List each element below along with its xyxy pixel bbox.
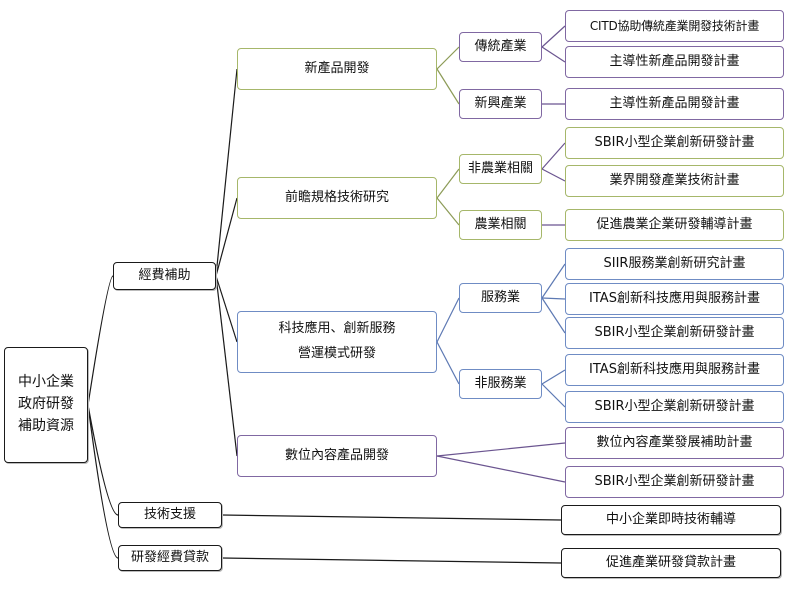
edge-nonagri-leaf1 bbox=[541, 142, 566, 170]
edge-funding-forward-tech bbox=[215, 197, 238, 277]
leaf-lead-new-product-1: 主導性新產品開發計畫 bbox=[565, 46, 784, 78]
edge-digital-leaf1 bbox=[436, 442, 566, 457]
leaf-citd: CITD協助傳統產業開發技術計畫 bbox=[565, 10, 784, 42]
edge-root-loans bbox=[87, 404, 119, 559]
leaf-agriculture-promotion: 促進農業企業研發輔導計畫 bbox=[565, 209, 784, 241]
node-traditional-industry: 傳統產業 bbox=[459, 32, 542, 62]
leaf-siir: SIIR服務業創新研究計畫 bbox=[565, 248, 784, 280]
edge-root-funding bbox=[87, 275, 114, 406]
edge-techapp-service bbox=[436, 297, 460, 343]
edge-techsupport-leaf bbox=[221, 514, 562, 521]
leaf-realtime-tech-guidance: 中小企業即時技術輔導 bbox=[561, 505, 781, 535]
edge-nonservice-leaf2 bbox=[541, 383, 566, 408]
edge-trad-leaf2 bbox=[541, 46, 566, 63]
node-non-service-industry: 非服務業 bbox=[459, 369, 542, 399]
edge-service-leaf2 bbox=[541, 297, 566, 300]
leaf-sbir-3: SBIR小型企業創新研發計畫 bbox=[565, 391, 784, 423]
edge-techapp-non-service bbox=[436, 341, 460, 385]
node-tech-application: 科技應用、創新服務 營運模式研發 bbox=[237, 311, 437, 373]
leaf-itas-1: ITAS創新科技應用與服務計畫 bbox=[565, 283, 784, 315]
leaf-sbir-1: SBIR小型企業創新研發計畫 bbox=[565, 127, 784, 159]
node-tech-support: 技術支援 bbox=[118, 502, 222, 528]
edge-nonagri-leaf2 bbox=[541, 168, 566, 182]
leaf-rd-loan-plan: 促進產業研發貸款計畫 bbox=[561, 548, 781, 578]
leaf-sbir-2: SBIR小型企業創新研發計畫 bbox=[565, 317, 784, 349]
edge-digital-leaf2 bbox=[436, 455, 566, 483]
node-rd-loans: 研發經費貸款 bbox=[118, 545, 222, 571]
leaf-sbir-4: SBIR小型企業創新研發計畫 bbox=[565, 466, 784, 498]
root-line-2: 政府研發 bbox=[18, 396, 74, 413]
edge-forward-agri bbox=[436, 197, 460, 226]
edge-service-leaf1 bbox=[541, 263, 566, 299]
tech-app-line-1: 科技應用、創新服務 bbox=[278, 321, 396, 337]
edge-new-product-traditional bbox=[436, 46, 460, 70]
leaf-itas-2: ITAS創新科技應用與服務計畫 bbox=[565, 354, 784, 386]
node-agriculture: 農業相關 bbox=[459, 210, 542, 240]
edge-forward-non-agri bbox=[436, 168, 460, 199]
node-new-product: 新產品開發 bbox=[237, 48, 437, 90]
edge-trad-leaf1 bbox=[541, 25, 566, 48]
node-digital-content: 數位內容產品開發 bbox=[237, 435, 437, 477]
leaf-industry-development: 業界開發產業技術計畫 bbox=[565, 165, 784, 197]
leaf-digital-content-plan: 數位內容產業發展補助計畫 bbox=[565, 427, 784, 459]
node-service-industry: 服務業 bbox=[459, 283, 542, 313]
root-node: 中小企業 政府研發 補助資源 bbox=[4, 347, 88, 463]
tech-app-line-2: 營運模式研發 bbox=[297, 346, 376, 361]
edge-root-tech-support bbox=[87, 404, 119, 516]
edge-service-leaf3 bbox=[541, 297, 566, 334]
leaf-lead-new-product-2: 主導性新產品開發計畫 bbox=[565, 88, 784, 120]
node-emerging-industry: 新興產業 bbox=[459, 89, 542, 119]
node-forward-tech: 前瞻規格技術研究 bbox=[237, 177, 437, 219]
edge-funding-tech-app bbox=[215, 275, 238, 343]
edge-funding-new-product bbox=[215, 68, 238, 277]
node-funding: 經費補助 bbox=[113, 262, 216, 290]
edge-loans-leaf bbox=[221, 557, 562, 564]
edge-nonservice-leaf1 bbox=[541, 369, 566, 385]
edge-funding-digital bbox=[215, 275, 238, 457]
edge-new-product-emerging bbox=[436, 68, 460, 105]
root-line-3: 補助資源 bbox=[18, 417, 74, 434]
root-line-1: 中小企業 bbox=[18, 374, 74, 391]
node-non-agriculture: 非農業相關 bbox=[459, 154, 542, 184]
